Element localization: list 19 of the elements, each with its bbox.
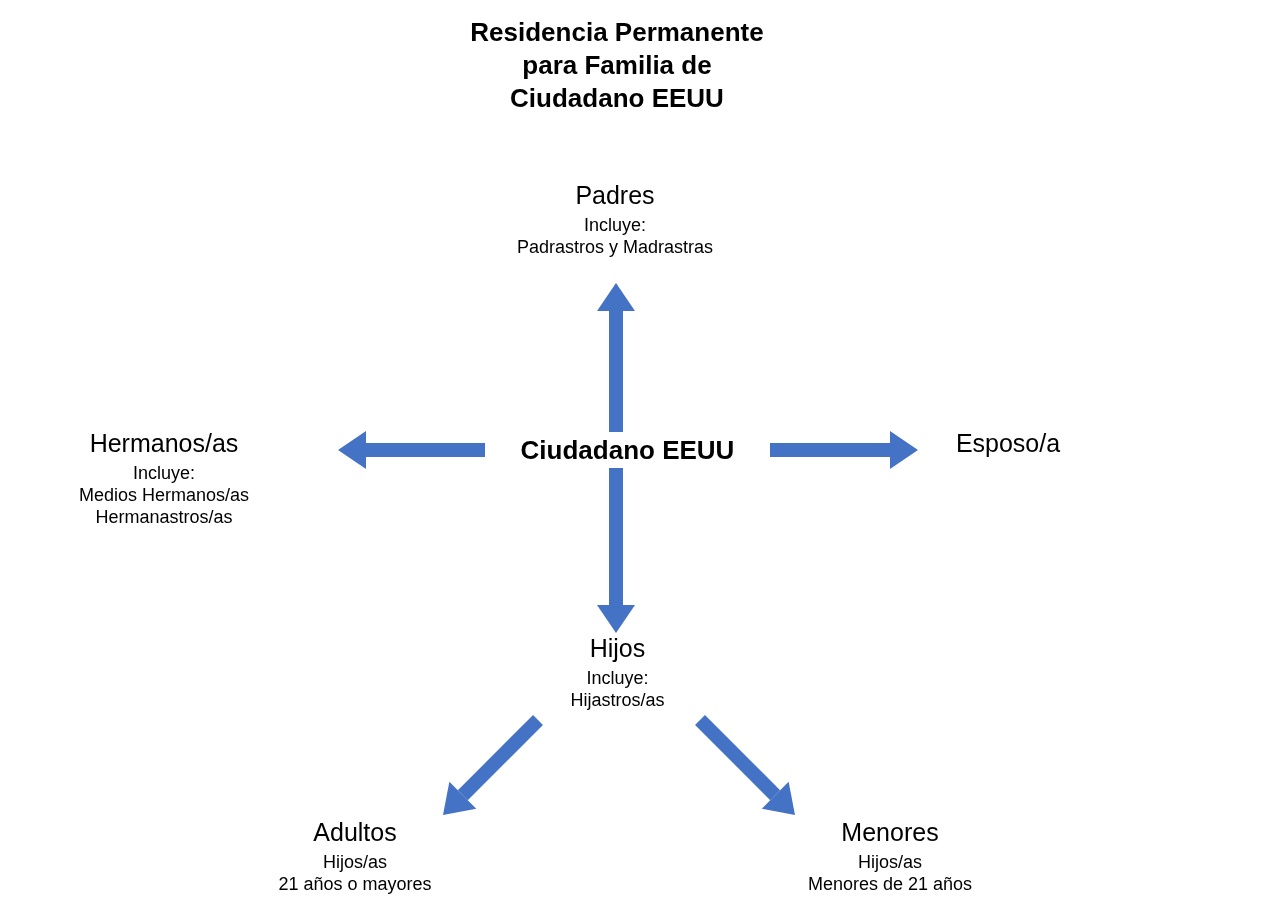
node-detail: Incluye: <box>583 214 646 236</box>
node-detail: Hijastros/as <box>570 689 665 711</box>
node-detail: Incluye: <box>586 667 649 689</box>
node-heading: Adultos <box>313 817 397 847</box>
node-heading: Menores <box>841 817 939 847</box>
node-detail: Hijos/as <box>858 851 922 873</box>
center-label: Ciudadano EEUU <box>520 434 735 467</box>
node-detail: Medios Hermanos/as <box>78 484 250 506</box>
node-detail: Hermanastros/as <box>95 506 233 528</box>
node-detail: Incluye: <box>132 462 195 484</box>
node-detail: Menores de 21 años <box>807 873 973 895</box>
node-detail: 21 años o mayores <box>278 873 432 895</box>
node-heading: Esposo/a <box>955 428 1061 458</box>
node-detail: Hijos/as <box>323 851 387 873</box>
node-heading: Padres <box>575 180 655 210</box>
node-detail: Padrastros y Madrastras <box>516 236 714 258</box>
node-heading: Hermanos/as <box>89 428 239 458</box>
diagram-title: Residencia Permanente para Familia de Ciudadano EEUU <box>469 16 765 115</box>
node-heading: Hijos <box>589 633 646 663</box>
